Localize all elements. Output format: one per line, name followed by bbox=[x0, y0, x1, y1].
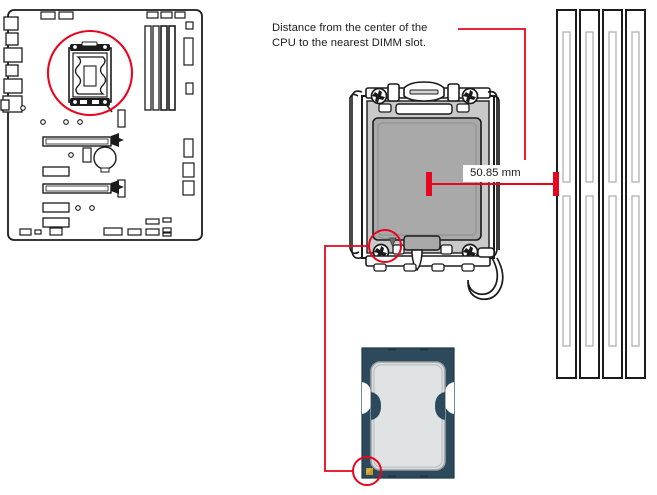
board-headers bbox=[82, 109, 126, 198]
dimm-slot-3 bbox=[602, 9, 623, 379]
dimension-tick-right bbox=[553, 172, 559, 196]
dimm-slot-4 bbox=[625, 9, 646, 379]
callout-leader-line bbox=[458, 28, 526, 160]
dimension-tick-left bbox=[426, 172, 432, 196]
dimension-value-label: 50.85 mm bbox=[463, 165, 528, 182]
dimm-slot-2 bbox=[579, 9, 600, 379]
pcie-slot-bottom bbox=[42, 180, 124, 194]
cpu-processor-chip bbox=[361, 347, 455, 479]
motherboard-cpu-socket bbox=[68, 41, 113, 113]
callout-text: Distance from the center of the CPU to t… bbox=[272, 22, 428, 49]
bottom-edge-connectors bbox=[19, 217, 172, 237]
socket-alignment-triangle bbox=[388, 237, 397, 247]
dimension-line-group bbox=[426, 172, 559, 196]
socket-load-plate bbox=[365, 81, 491, 115]
pcie-slot-top bbox=[42, 133, 124, 147]
socket-highlight-circle bbox=[46, 29, 134, 117]
dimm-slot-1 bbox=[556, 9, 577, 379]
motherboard-overview bbox=[0, 9, 203, 241]
dimm-slot-group bbox=[556, 9, 646, 379]
rear-io-ports bbox=[0, 16, 23, 113]
orientation-connector-line bbox=[324, 245, 369, 472]
m2-slots bbox=[42, 166, 70, 228]
right-edge-connectors bbox=[182, 21, 195, 196]
top-edge-headers bbox=[40, 11, 186, 20]
motherboard-dimm-slots bbox=[144, 25, 176, 111]
cmos-battery bbox=[93, 146, 117, 170]
